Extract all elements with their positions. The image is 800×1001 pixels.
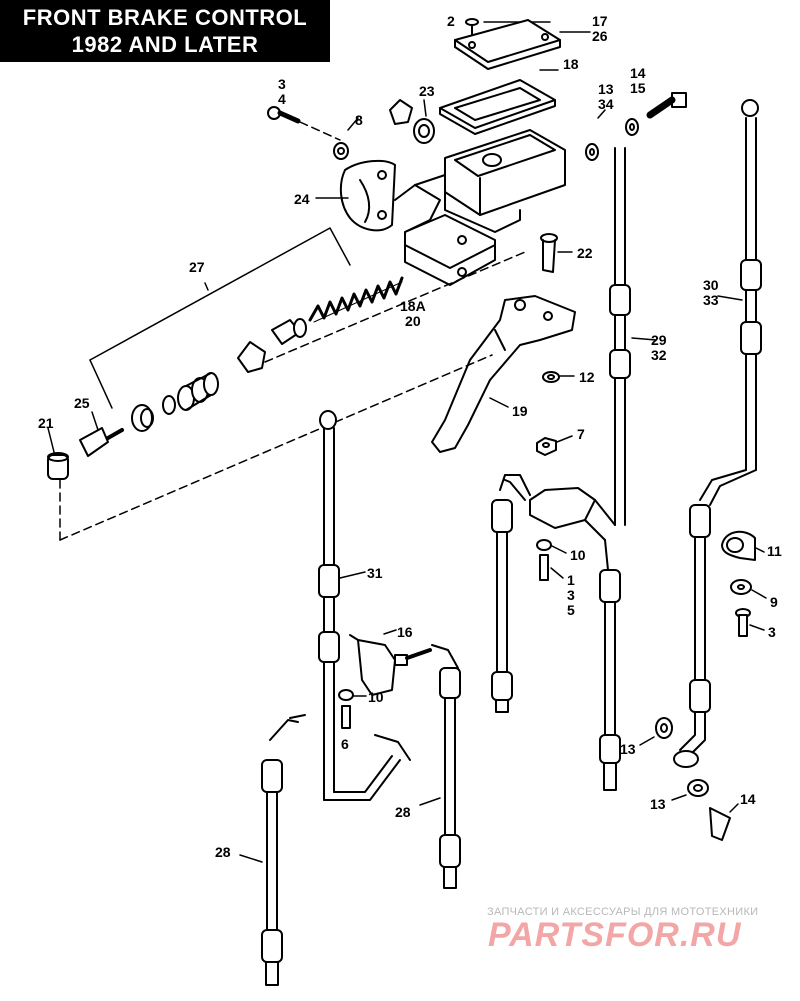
part-12-nut xyxy=(542,371,575,383)
callout-7: 7 xyxy=(577,426,585,442)
callout-2: 2 xyxy=(447,13,455,29)
callout-1-3-5: 1 3 5 xyxy=(567,572,575,618)
callout-23: 23 xyxy=(419,83,435,99)
brake-line-manifold xyxy=(499,474,616,541)
part-11-clamp xyxy=(721,530,765,561)
part-3-screw xyxy=(267,106,341,141)
part-8-washer xyxy=(333,117,359,160)
callout-3-4: 3 4 xyxy=(278,76,286,107)
part-10-washer-lower xyxy=(338,689,367,701)
callout-25: 25 xyxy=(74,395,90,411)
callout-18: 18 xyxy=(563,56,579,72)
callout-9: 9 xyxy=(770,594,778,610)
part-7-nut xyxy=(536,435,573,456)
part-3b-screw xyxy=(735,608,765,637)
part-27-piston-kit xyxy=(89,227,404,432)
part-14-lower-bolt xyxy=(709,803,739,841)
callout-22: 22 xyxy=(577,245,593,261)
part-master-cylinder-body xyxy=(394,129,566,286)
callout-19: 19 xyxy=(512,403,528,419)
callout-31: 31 xyxy=(367,565,383,581)
callout-28-right: 28 xyxy=(395,804,411,820)
part-14-banjo-bolt xyxy=(646,92,687,119)
part-6-screw xyxy=(341,705,351,729)
callout-17-26: 17 26 xyxy=(592,13,608,44)
part-16-junction-block xyxy=(349,629,432,696)
part-25-brake-switch xyxy=(79,411,124,457)
callout-14-15: 14 15 xyxy=(630,65,646,96)
part-29-brake-line xyxy=(609,147,657,526)
callout-14-lower: 14 xyxy=(740,791,756,807)
title-line-1: FRONT BRAKE CONTROL xyxy=(22,5,308,30)
watermark-logo: PARTSFOR.RU xyxy=(488,916,742,954)
part-31-brake-line xyxy=(318,410,401,801)
callout-29-32: 29 32 xyxy=(651,332,667,363)
part-28-right-line xyxy=(374,644,461,889)
part-19-lever xyxy=(431,295,576,453)
part-23-cap xyxy=(389,99,435,144)
callout-18a-20: 18A 20 xyxy=(400,298,426,329)
lower-right-line xyxy=(673,504,711,768)
part-17-cover xyxy=(454,19,591,70)
callout-10-upper: 10 xyxy=(570,547,586,563)
part-22-pivot-pin xyxy=(540,233,573,273)
part-13-washers xyxy=(585,109,639,161)
callout-28-left: 28 xyxy=(215,844,231,860)
callout-16: 16 xyxy=(397,624,413,640)
callout-21: 21 xyxy=(38,415,54,431)
part-18-gasket xyxy=(439,69,559,135)
callout-6: 6 xyxy=(341,736,349,752)
callout-27: 27 xyxy=(189,259,205,275)
callout-10-lower: 10 xyxy=(368,689,384,705)
diagram-title: FRONT BRAKE CONTROL 1982 AND LATER xyxy=(0,0,330,62)
secondary-piston xyxy=(177,372,219,411)
callout-24: 24 xyxy=(294,191,310,207)
part-21-boot xyxy=(47,427,69,480)
lower-left-line xyxy=(491,499,513,713)
callout-3-lower: 3 xyxy=(768,624,776,640)
callout-8: 8 xyxy=(355,112,363,128)
callout-12: 12 xyxy=(579,369,595,385)
piston xyxy=(271,318,307,345)
callout-13-lower-b: 13 xyxy=(650,796,666,812)
part-13-lower-washers xyxy=(639,717,709,801)
callout-30-33: 30 33 xyxy=(703,277,719,308)
o-ring xyxy=(162,395,176,415)
part-28-left-line xyxy=(239,714,306,986)
callout-11: 11 xyxy=(767,543,782,559)
part-24-clamp xyxy=(315,159,396,232)
part-9-washer xyxy=(730,579,767,599)
retainer xyxy=(131,404,154,432)
cup xyxy=(237,341,266,373)
callout-13-lower-a: 13 xyxy=(620,741,636,757)
spring xyxy=(308,276,404,323)
part-1-bolt xyxy=(536,539,567,581)
part-30-brake-line xyxy=(699,99,762,506)
callout-13-34: 13 34 xyxy=(598,81,614,112)
watermark-tagline: ЗАПЧАСТИ И АКСЕССУАРЫ ДЛЯ МОТОТЕХНИКИ xyxy=(487,906,759,918)
lower-center-line xyxy=(599,539,621,791)
title-line-2: 1982 AND LATER xyxy=(71,32,259,57)
